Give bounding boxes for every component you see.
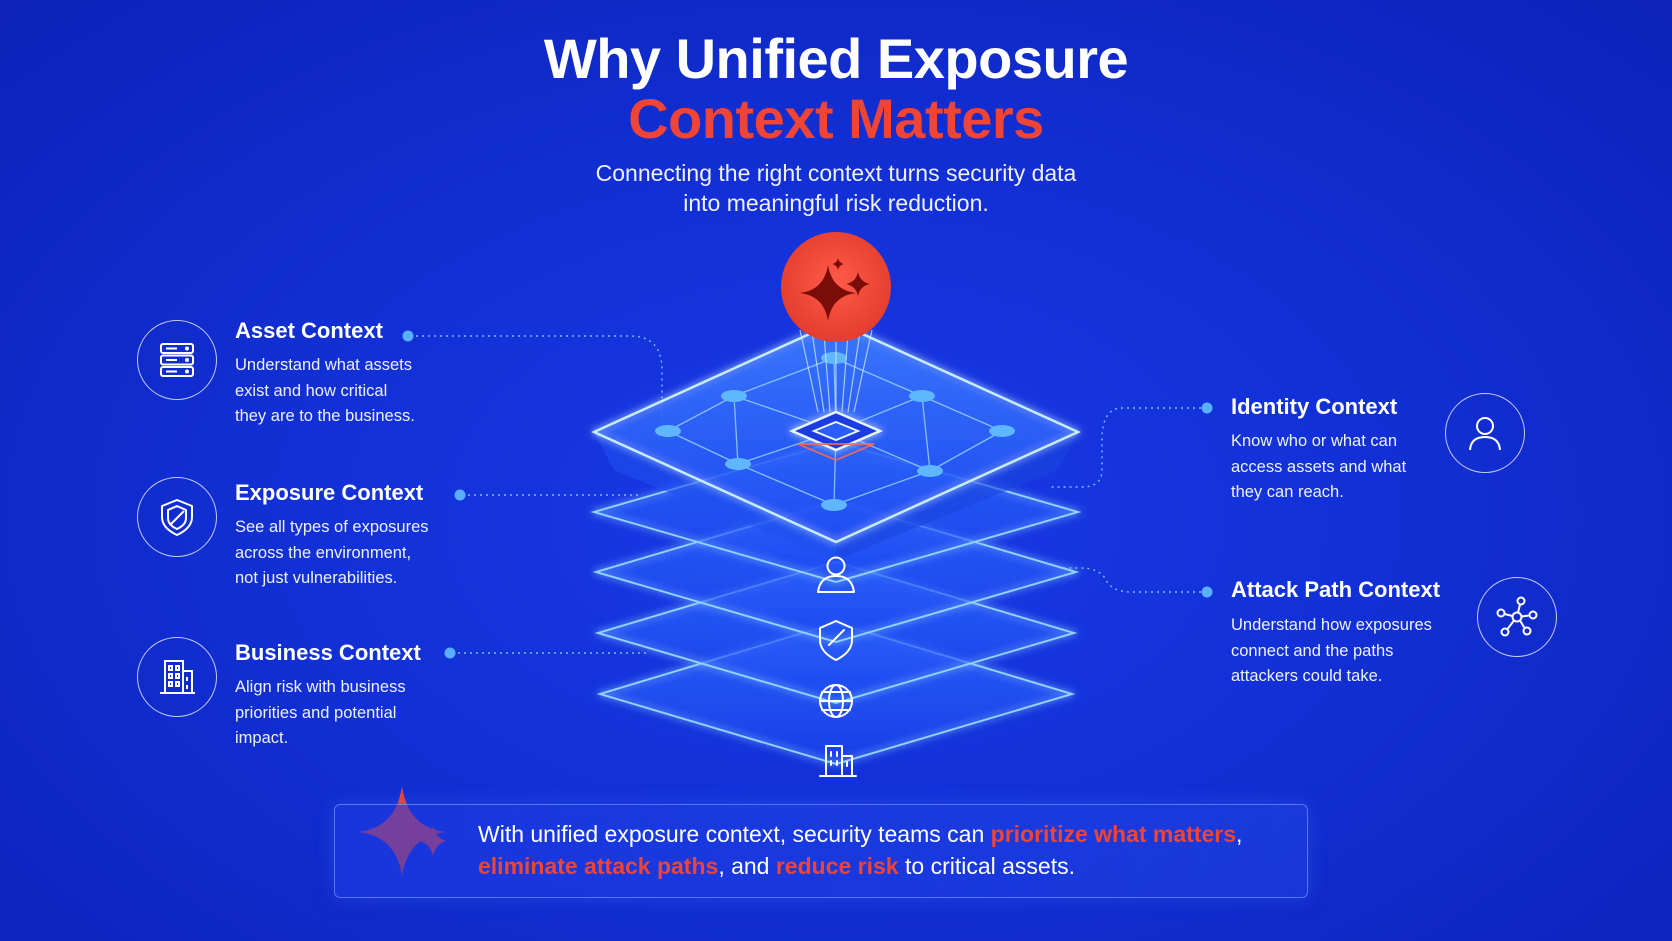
shield-layer-icon (819, 620, 853, 661)
exposure-context-description: See all types of exposures across the en… (235, 515, 429, 592)
attack-path-context-icon-circle (1477, 577, 1557, 657)
identity-desc-line: Know who or what can (1231, 432, 1398, 450)
exposure-desc-line: See all types of exposures (235, 518, 429, 536)
exposure-context-icon-circle (137, 477, 217, 557)
callout-text-4: to critical assets. (898, 853, 1075, 879)
asset-context-icon-circle (137, 320, 217, 400)
attack-path-desc-line: attackers could take. (1231, 667, 1383, 685)
asset-context-title: Asset Context (235, 318, 383, 343)
identity-context-description: Know who or what can access assets and w… (1231, 429, 1406, 506)
callout-text-1: With unified exposure context, security … (478, 821, 991, 847)
identity-desc-line: they can reach. (1231, 483, 1344, 501)
user-icon (1469, 417, 1501, 451)
identity-context-icon-circle (1445, 393, 1525, 473)
user-layer-icon (817, 556, 855, 593)
business-desc-line: impact. (235, 729, 289, 747)
shield-icon (161, 499, 193, 536)
exposure-desc-line: across the environment, (235, 543, 412, 562)
summary-callout-text: With unified exposure context, security … (478, 818, 1298, 882)
identity-context-title: Identity Context (1231, 394, 1398, 419)
callout-highlight-reduce: reduce risk (775, 853, 899, 879)
building-icon (160, 660, 195, 694)
attack-path-desc-line: connect and the paths (1231, 641, 1394, 660)
attack-path-context-title: Attack Path Context (1231, 577, 1441, 602)
business-desc-line: priorities and potential (235, 703, 397, 722)
business-context-description: Align risk with business priorities and … (235, 675, 406, 752)
server-icon (160, 343, 194, 377)
summary-callout-box (334, 804, 1308, 898)
exposure-context-title: Exposure Context (235, 480, 424, 505)
callout-text-2: , (1236, 821, 1243, 847)
asset-desc-line: exist and how critical (235, 381, 388, 400)
layer-top (590, 320, 1082, 560)
building-layer-icon (819, 745, 857, 777)
business-desc-line: Align risk with business (235, 678, 406, 696)
attack-path-desc-line: Understand how exposures (1231, 616, 1432, 634)
subtitle-line-2: into meaningful risk reduction. (683, 190, 989, 216)
callout-highlight-eliminate: eliminate attack paths (478, 853, 719, 879)
attack-path-context-description: Understand how exposures connect and the… (1231, 613, 1432, 690)
exposure-desc-line: not just vulnerabilities. (235, 569, 398, 587)
risk-orb (781, 232, 891, 342)
asset-desc-line: Understand what assets (235, 356, 413, 374)
subtitle-line-1: Connecting the right context turns secur… (595, 160, 1077, 186)
asset-context-description: Understand what assets exist and how cri… (235, 353, 415, 430)
identity-desc-line: access assets and what (1231, 457, 1407, 476)
globe-layer-icon (819, 684, 853, 718)
sparkle-icon (800, 265, 856, 321)
subtitle: Connecting the right context turns secur… (536, 158, 1136, 218)
network-icon (1496, 596, 1538, 637)
page-title-line-2: Context Matters (628, 87, 1044, 150)
business-context-icon-circle (137, 637, 217, 717)
business-context-title: Business Context (235, 640, 421, 665)
asset-desc-line: they are to the business. (235, 407, 415, 425)
callout-highlight-prioritize: prioritize what matters (990, 821, 1237, 847)
callout-text-3: , and (718, 853, 776, 879)
page-title-line-1: Why Unified Exposure (543, 27, 1129, 90)
